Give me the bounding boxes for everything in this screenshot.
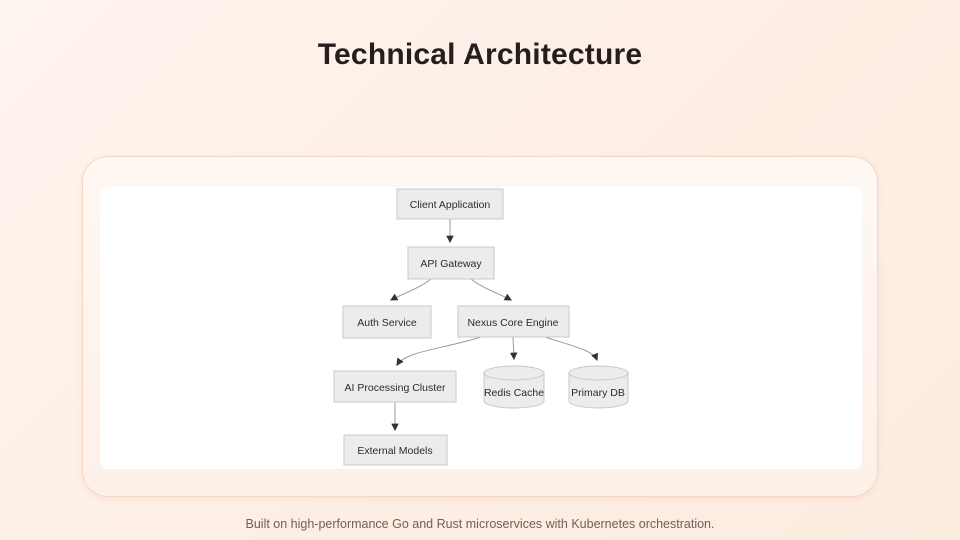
node-nexus-core-engine: Nexus Core Engine xyxy=(457,305,570,338)
slide-caption: Built on high-performance Go and Rust mi… xyxy=(245,517,715,531)
node-auth-service: Auth Service xyxy=(342,305,432,339)
node-primary-db-label: Primary DB xyxy=(571,387,625,399)
node-external-models-label: External Models xyxy=(357,445,432,457)
node-primary-db-cylinder-body xyxy=(568,372,629,409)
node-ai-processing-cluster-box xyxy=(333,370,457,403)
edge-nexus-to-db xyxy=(544,336,599,362)
node-api-gateway-box xyxy=(407,246,495,280)
architecture-card: Client Application API Gateway Auth Serv… xyxy=(82,156,878,497)
architecture-flowchart: Client Application API Gateway Auth Serv… xyxy=(333,188,629,466)
node-redis-cache-label: Redis Cache xyxy=(484,387,544,399)
edge-gateway-to-auth xyxy=(390,278,432,301)
slide-title: Technical Architecture xyxy=(317,38,643,71)
edge-nexus-to-redis xyxy=(509,336,518,361)
node-primary-db: Primary DB xyxy=(568,365,629,409)
node-ai-processing-cluster-label: AI Processing Cluster xyxy=(345,382,446,394)
node-client-application: Client Application xyxy=(396,188,504,220)
diagram-canvas: Client Application API Gateway Auth Serv… xyxy=(100,187,862,469)
node-nexus-core-engine-box xyxy=(457,305,570,338)
node-auth-service-label: Auth Service xyxy=(357,317,417,329)
node-redis-cache-cylinder-top xyxy=(483,365,545,381)
node-api-gateway-label: API Gateway xyxy=(420,258,482,270)
node-client-application-box xyxy=(396,188,504,220)
node-api-gateway: API Gateway xyxy=(407,246,495,280)
node-client-application-label: Client Application xyxy=(410,199,491,211)
node-ai-processing-cluster: AI Processing Cluster xyxy=(333,370,457,403)
node-external-models-box xyxy=(343,434,448,466)
node-redis-cache-cylinder-body xyxy=(483,372,545,409)
edge-gateway-to-nexus xyxy=(470,278,512,301)
node-auth-service-box xyxy=(342,305,432,339)
edge-nexus-to-ai xyxy=(396,336,482,366)
node-external-models: External Models xyxy=(343,434,448,466)
node-primary-db-cylinder-top xyxy=(568,365,629,381)
node-nexus-core-engine-label: Nexus Core Engine xyxy=(467,317,558,329)
node-redis-cache: Redis Cache xyxy=(483,365,545,409)
